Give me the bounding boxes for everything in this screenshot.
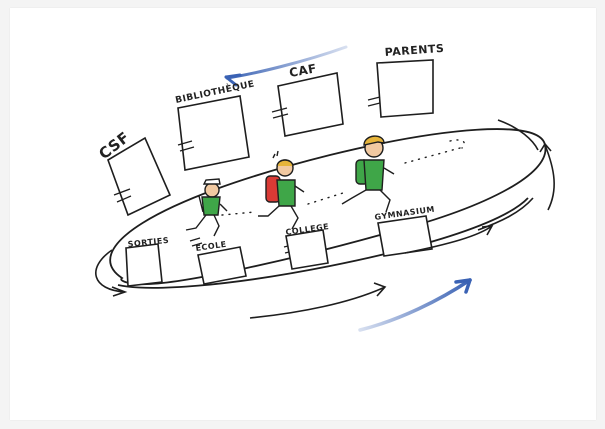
blue-arrow-bottom-icon — [360, 280, 470, 330]
arrow-right-icon — [498, 120, 538, 150]
label-parents: PARENTS — [384, 42, 444, 59]
arrow-bottom-center-icon — [250, 283, 385, 318]
oval-track — [110, 129, 545, 288]
building-bibliotheque — [178, 96, 249, 170]
blue-arrow-top-icon — [227, 47, 346, 78]
building-sorties — [126, 244, 162, 286]
arrow-right-side-icon — [540, 144, 554, 210]
child-figure-3 — [342, 136, 394, 212]
building-caf — [278, 73, 343, 136]
building-parents — [377, 60, 433, 117]
building-ecole — [198, 247, 246, 284]
building-gymnasium — [378, 216, 432, 256]
